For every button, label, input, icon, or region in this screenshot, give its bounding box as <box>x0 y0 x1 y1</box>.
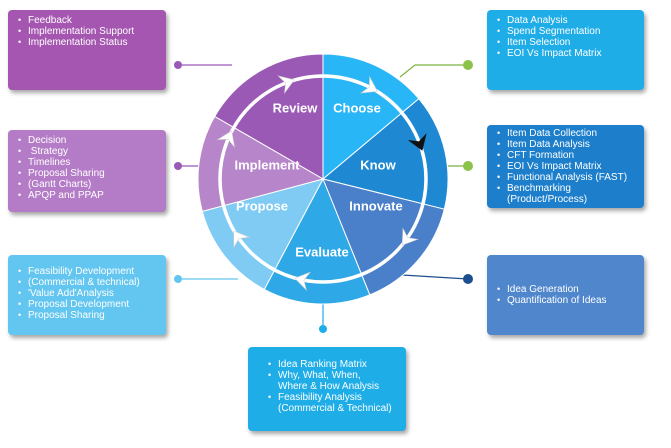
list-item: APQP and PPAP <box>18 190 158 201</box>
connector-dot-evaluate <box>319 325 327 333</box>
innovate-details-list: Idea Generation Quantification of Ideas <box>497 284 636 306</box>
connector-dot-propose <box>174 275 182 283</box>
list-item: Benchmarking (Product/Process) <box>497 183 636 205</box>
wheel-segment-propose <box>201 178 324 291</box>
cycle-arrow-chevron-icon <box>359 75 378 94</box>
list-item: Proposal Sharing <box>18 310 158 321</box>
cycle-arrow-chevron-icon <box>407 133 427 151</box>
list-item: (Commercial & technical) <box>18 277 158 288</box>
know-details-list: Item Data Collection Item Data Analysis … <box>497 128 636 205</box>
propose-details-list: Feasibility Development (Commercial & te… <box>18 266 158 321</box>
list-item: Strategy <box>18 146 158 157</box>
list-item: Implementation Support <box>18 26 158 37</box>
choose-details-box: Data Analysis Spend Segmentation Item Se… <box>487 10 644 90</box>
list-item: Functional Analysis (FAST) <box>497 172 636 183</box>
cycle-arrow-chevron-icon <box>294 271 312 292</box>
list-item: Proposal Development <box>18 299 158 310</box>
innovate-details-box: Idea Generation Quantification of Ideas <box>487 255 644 335</box>
implement-details-list: Decision Strategy Timelines Proposal Sha… <box>18 135 158 201</box>
evaluate-details-box: Idea Ranking Matrix Why, What, When, Whe… <box>248 347 406 431</box>
list-item: Feasibility Analysis (Commercial & Techn… <box>268 392 398 414</box>
cycle-ring-line <box>218 74 428 284</box>
know-details-box: Item Data Collection Item Data Analysis … <box>487 125 644 208</box>
process-wheel <box>197 53 449 305</box>
phase-label-propose: Propose <box>236 198 288 213</box>
list-item: Implementation Status <box>18 37 158 48</box>
cycle-arrow-chevron-icon <box>216 130 235 149</box>
list-item: EOI Vs Impact Matrix <box>497 161 636 172</box>
wheel-segment-know <box>321 97 449 210</box>
implement-details-box: Decision Strategy Timelines Proposal Sha… <box>8 130 166 212</box>
list-item: Quantification of Ideas <box>497 295 636 306</box>
phase-label-evaluate: Evaluate <box>295 244 348 259</box>
list-item: Why, What, When, Where & How Analysis <box>268 370 398 392</box>
choose-details-list: Data Analysis Spend Segmentation Item Se… <box>497 15 636 59</box>
review-details-list: Feedback Implementation Support Implemen… <box>18 15 158 48</box>
evaluate-details-list: Idea Ranking Matrix Why, What, When, Whe… <box>268 359 398 414</box>
list-item: (Gantt Charts) <box>18 179 158 190</box>
list-item: 'Value Add'Analysis <box>18 288 158 299</box>
phase-label-implement: Implement <box>234 157 300 172</box>
list-item: Timelines <box>18 157 158 168</box>
wheel-segment-evaluate <box>263 177 371 305</box>
phase-label-know: Know <box>360 157 396 172</box>
cycle-ring <box>216 74 428 292</box>
connector-dot-innovate <box>463 274 473 284</box>
connector-dot-choose <box>463 60 473 70</box>
cycle-arrow-chevron-icon <box>233 230 251 249</box>
list-item: Idea Ranking Matrix <box>268 359 398 370</box>
list-item: Item Data Collection <box>497 128 636 139</box>
connector-dot-implement <box>174 162 182 170</box>
list-item: Spend Segmentation <box>497 26 636 37</box>
connector-choose <box>399 64 468 78</box>
connector-dot-know <box>463 161 473 171</box>
connector-lines <box>174 60 473 333</box>
list-item: Feasibility Development <box>18 266 158 277</box>
list-item: Decision <box>18 135 158 146</box>
propose-details-box: Feasibility Development (Commercial & te… <box>8 255 166 335</box>
review-details-box: Feedback Implementation Support Implemen… <box>8 10 166 90</box>
list-item: Data Analysis <box>497 15 636 26</box>
connector-dot-review <box>174 61 182 69</box>
list-item: EOI Vs Impact Matrix <box>497 48 636 59</box>
list-item: Proposal Sharing <box>18 168 158 179</box>
list-item: CFT Formation <box>497 150 636 161</box>
phase-label-review: Review <box>273 100 319 115</box>
wheel-segment-innovate <box>322 178 445 296</box>
wheel-segment-choose <box>322 53 420 181</box>
list-item: Item Data Analysis <box>497 139 636 150</box>
cycle-arrow-chevron-icon <box>401 227 419 246</box>
connector-innovate <box>401 274 469 280</box>
phase-label-innovate: Innovate <box>349 198 402 213</box>
cycle-arrow-chevron-icon <box>277 75 295 95</box>
list-item: Idea Generation <box>497 284 636 295</box>
list-item: Item Selection <box>497 37 636 48</box>
list-item: Feedback <box>18 15 158 26</box>
phase-label-choose: Choose <box>333 100 381 115</box>
wheel-segment-review <box>214 53 324 180</box>
